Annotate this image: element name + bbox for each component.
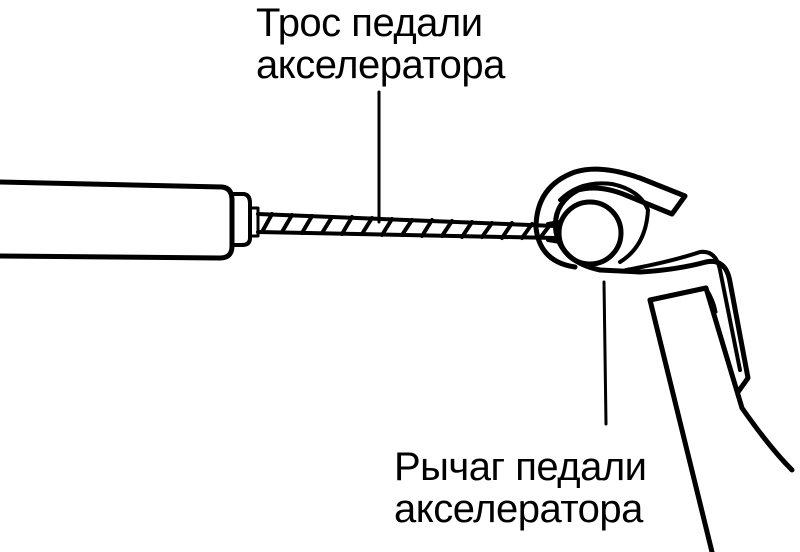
cable-label-line-2: акселератора — [256, 43, 505, 87]
cable-label-line-1: Трос педали — [256, 1, 483, 45]
leader-line-lever — [602, 280, 608, 426]
cable-housing — [0, 179, 260, 261]
lever-label-line-1: Рычаг педали — [394, 445, 647, 489]
cable-label: Трос педали акселератора — [256, 2, 505, 86]
accelerator-pedal-lever — [533, 166, 795, 552]
lever-label: Рычаг педали акселератора — [394, 446, 647, 530]
lever-label-line-2: акселератора — [394, 487, 643, 531]
inner-cable — [256, 212, 557, 240]
